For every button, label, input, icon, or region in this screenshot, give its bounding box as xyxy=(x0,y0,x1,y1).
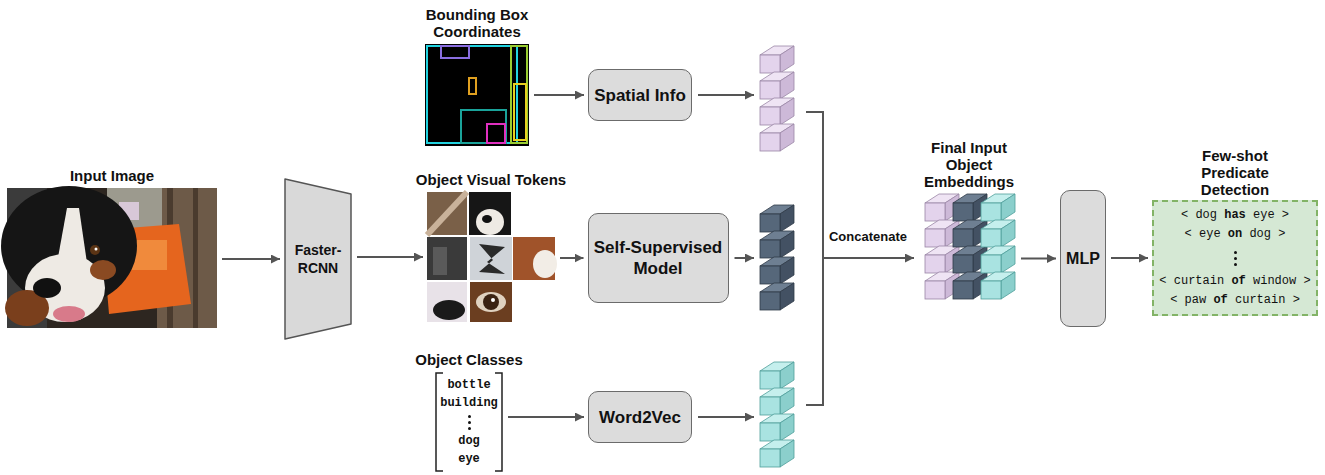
shape-outline xyxy=(7,188,217,328)
box-label: Self-Supervised Model xyxy=(594,237,723,279)
word: eye xyxy=(1253,208,1275,222)
connector-arrow xyxy=(357,256,423,258)
word: curtain xyxy=(1174,274,1224,288)
process-box: Word2Vec xyxy=(588,391,692,443)
word: has xyxy=(1224,208,1246,222)
embedding-stack xyxy=(760,46,794,151)
connector-arrow xyxy=(222,258,280,260)
word: curtain xyxy=(1235,293,1285,307)
ellipsis-dots xyxy=(1234,244,1237,272)
heading: Input Image xyxy=(70,167,154,184)
word: > xyxy=(1282,208,1289,222)
word: eye xyxy=(1199,227,1221,241)
arrow xyxy=(698,416,754,418)
dot xyxy=(468,421,471,424)
word: window xyxy=(1253,274,1296,288)
box-label: Spatial Info xyxy=(594,85,686,106)
connector-arrow xyxy=(508,416,584,418)
word: dog xyxy=(1249,227,1271,241)
heading: Object Visual Tokens xyxy=(416,171,566,188)
list-item: bottle xyxy=(447,376,490,394)
word: of xyxy=(1213,293,1227,307)
process-box: MLP xyxy=(1060,190,1106,327)
text-column: < dog has eye >< eye on dog >< curtain o… xyxy=(1154,202,1316,314)
dot xyxy=(468,415,471,418)
list-item: < curtain of window > xyxy=(1159,272,1310,291)
embedding-stack xyxy=(760,362,794,467)
box-label: Word2Vec xyxy=(599,407,681,428)
heading: Final Input Object Embeddings xyxy=(914,139,1024,190)
connector-arrow xyxy=(534,94,584,96)
concatenate-bracket xyxy=(806,112,823,405)
text-column: bottlebuilding dogeye xyxy=(435,372,503,472)
word: > xyxy=(1293,293,1300,307)
arrow xyxy=(735,257,755,259)
output-box: Few-shot Predicate Detection< dog has ey… xyxy=(1152,200,1318,316)
word: > xyxy=(1278,227,1285,241)
word: < xyxy=(1170,293,1177,307)
class-list: Object Classesbottlebuildingdogeye xyxy=(435,372,503,472)
input-image: Input Image xyxy=(7,188,217,328)
heading: Object Classes xyxy=(415,351,523,368)
dot xyxy=(468,427,471,430)
word: paw xyxy=(1185,293,1207,307)
word: > xyxy=(1303,274,1310,288)
process-box: Self-Supervised Model xyxy=(588,213,729,303)
dot xyxy=(1234,251,1237,254)
box-label: MLP xyxy=(1066,248,1100,269)
word: on xyxy=(1228,227,1242,241)
process-box: Spatial Info xyxy=(588,69,692,121)
detector-block: Faster- RCNN xyxy=(284,178,352,340)
word: of xyxy=(1231,274,1245,288)
dot xyxy=(1234,257,1237,260)
word: < xyxy=(1185,227,1192,241)
ellipsis-dots xyxy=(468,412,471,432)
list-item: eye xyxy=(458,450,480,468)
box-label: Faster- RCNN xyxy=(288,241,348,277)
word: < xyxy=(1159,274,1166,288)
shape-outline xyxy=(922,194,1016,302)
list-item: building xyxy=(440,394,498,412)
list-item: < dog has eye > xyxy=(1181,206,1289,225)
shape-outline xyxy=(425,44,529,146)
connector-arrow xyxy=(1021,258,1056,260)
visual-tokens-image: Object Visual Tokens xyxy=(427,192,555,322)
heading: Few-shot Predicate Detection xyxy=(1180,147,1290,198)
connector-arrow xyxy=(1111,257,1148,259)
word: < xyxy=(1181,208,1188,222)
list-item: < eye on dog > xyxy=(1185,225,1286,244)
shape-outline xyxy=(427,192,555,322)
word: dog xyxy=(1195,208,1217,222)
embedding-stack xyxy=(760,205,794,310)
connector-arrow xyxy=(560,257,584,259)
heading: Bounding Box Coordinates xyxy=(412,6,542,40)
list-item: dog xyxy=(458,432,480,450)
shape-outline xyxy=(284,178,352,340)
list-item: < paw of curtain > xyxy=(1170,291,1300,310)
bounding-box-image: Bounding Box Coordinates xyxy=(425,44,529,146)
embedding-stack: Final Input Object Embeddings xyxy=(922,194,1016,302)
arrow xyxy=(698,94,754,96)
annotation-label: Concatenate xyxy=(822,229,914,244)
concatenate-arrow xyxy=(823,257,914,259)
dot xyxy=(1234,263,1237,266)
